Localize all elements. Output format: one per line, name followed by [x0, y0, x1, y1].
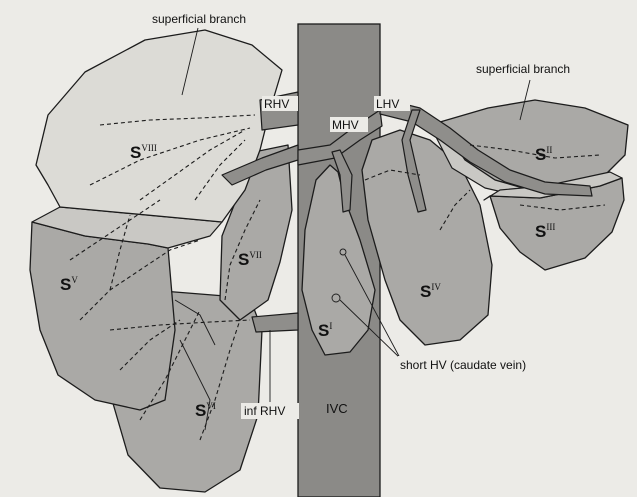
label-lhv: LHV: [376, 97, 399, 111]
label-superficial-branch-right: superficial branch: [476, 62, 570, 76]
label-inf-rhv: inf RHV: [244, 404, 285, 418]
inferior-right-hepatic-vein: [252, 313, 298, 332]
segment-5: [30, 222, 175, 410]
label-rhv: RHV: [264, 97, 289, 111]
label-ivc: IVC: [326, 401, 348, 416]
label-superficial-branch-left: superficial branch: [152, 12, 246, 26]
label-short-hv: short HV (caudate vein): [400, 358, 526, 372]
label-mhv: MHV: [332, 118, 359, 132]
